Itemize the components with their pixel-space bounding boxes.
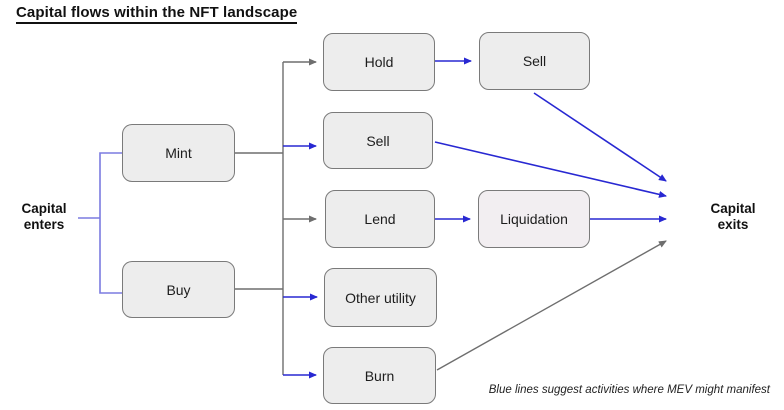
node-sell: Sell [323, 112, 433, 169]
edge-sell-after-hold-to-capital-exits [533, 92, 667, 182]
node-other-utility: Other utility [324, 268, 437, 327]
edge-sell-to-capital-exits [434, 141, 667, 198]
node-mint: Mint [122, 124, 235, 182]
edge-mint-buy-to-junction-trunk [235, 62, 284, 375]
node-sell-after-hold: Sell [479, 32, 590, 90]
node-liquidation: Liquidation [478, 190, 590, 248]
node-hold: Hold [323, 33, 435, 91]
node-lend: Lend [325, 190, 435, 248]
diagram-title: Capital flows within the NFT landscape [16, 4, 298, 24]
mev-note: Blue lines suggest activities where MEV … [488, 384, 770, 396]
edge-burn-to-capital-exits [436, 240, 667, 371]
node-buy: Buy [122, 261, 235, 318]
capital-enters-label: Capital enters [21, 201, 67, 233]
capital-exits-label: Capital exits [710, 201, 756, 233]
edge-capital-enters-to-mint-buy [78, 152, 122, 294]
node-burn: Burn [323, 347, 436, 404]
